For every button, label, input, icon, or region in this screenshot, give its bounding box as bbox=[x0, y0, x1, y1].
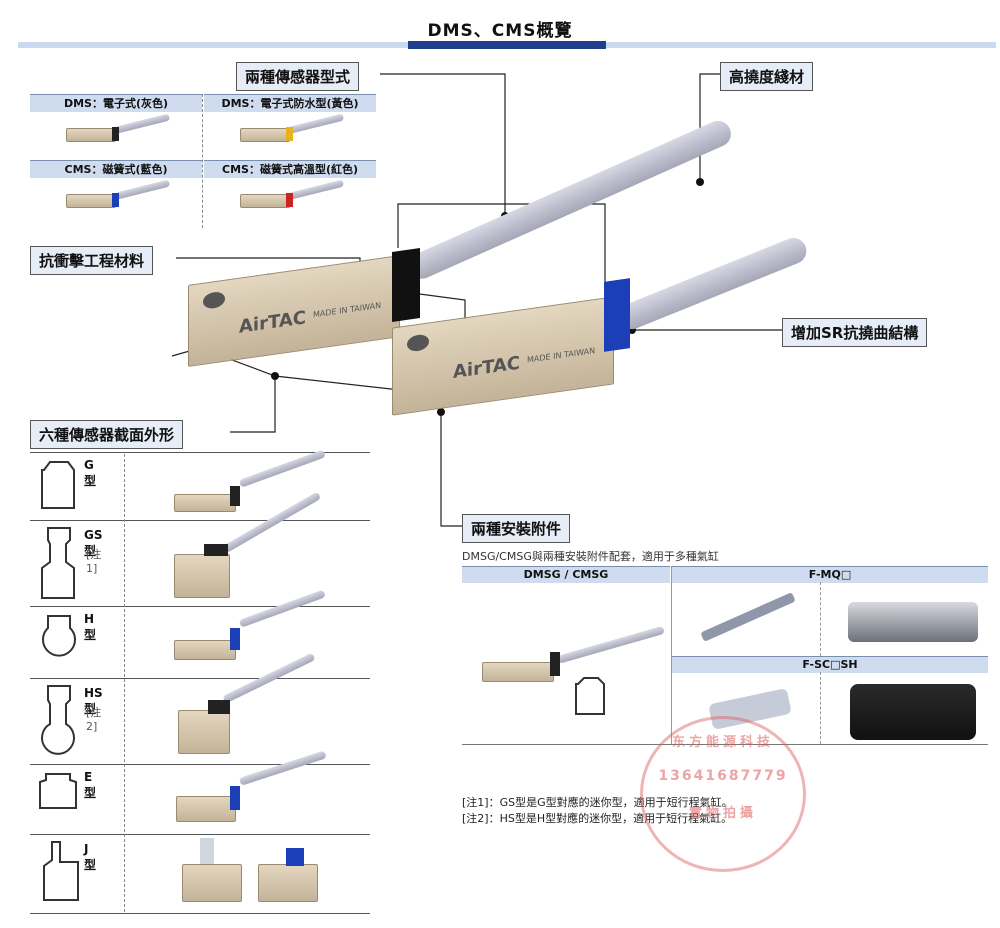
shape-row-j bbox=[30, 834, 370, 914]
hero-sensor-brand-2: AirTAC bbox=[453, 352, 520, 384]
hero-sensor-dms: AirTAC MADE IN TAIWAN bbox=[188, 255, 400, 367]
shape-label-hs: HS型 bbox=[84, 686, 103, 716]
band-dms-gray bbox=[112, 127, 119, 141]
acc-header-fmq: F-MQ□ bbox=[672, 566, 988, 583]
hero-band-blue bbox=[604, 278, 630, 352]
profile-j-icon bbox=[43, 841, 79, 901]
shape-row-g bbox=[30, 452, 370, 519]
accessories-table: DMSG / CMSG F-MQ□ F-SC□SH bbox=[462, 566, 988, 745]
type-header-dms-gray: DMS：電子式(灰色) bbox=[30, 94, 202, 112]
callout-six-shapes: 六種傳感器截面外形 bbox=[30, 420, 184, 449]
hero-sensor-made-in-2: MADE IN TAIWAN bbox=[527, 346, 596, 365]
row-sensor-e bbox=[176, 796, 236, 822]
row-band-g bbox=[230, 486, 240, 506]
profile-h-icon bbox=[42, 615, 76, 657]
accessories-intro: DMSG/CMSG與兩種安裝附件配套，適用于多種氣缸 bbox=[462, 550, 719, 563]
type-header-cms-blue: CMS：磁簧式(藍色) bbox=[30, 160, 202, 178]
shape-label-h: H型 bbox=[84, 612, 97, 642]
band-cms-blue bbox=[112, 193, 119, 207]
cylinder-fsc-image bbox=[850, 684, 976, 740]
profile-gs-icon bbox=[41, 527, 75, 599]
hero-sensor-cms: AirTAC MADE IN TAIWAN bbox=[392, 296, 614, 416]
band-dms-yellow bbox=[286, 127, 293, 141]
band-cms-red bbox=[286, 193, 293, 207]
title-underline-accent bbox=[408, 41, 606, 49]
shape-row-gs bbox=[30, 520, 370, 607]
hero-sensor-brand: AirTAC bbox=[239, 307, 306, 338]
cross-section-profiles bbox=[39, 461, 79, 901]
profile-e-icon bbox=[39, 773, 77, 809]
row-sensor-hs bbox=[178, 710, 230, 754]
acc-header-fsc: F-SC□SH bbox=[672, 656, 988, 673]
row-sensor-g bbox=[174, 494, 236, 512]
shape-row-hs bbox=[30, 678, 370, 765]
row-sensor-j-left bbox=[182, 864, 242, 902]
row-sensor-j-right bbox=[258, 864, 318, 902]
shape-note-gs: [注1] bbox=[86, 548, 102, 575]
shape-row-e bbox=[30, 764, 370, 833]
acc-sensor-dmsg bbox=[482, 662, 554, 682]
page-title: DMS、CMS概覽 bbox=[427, 21, 573, 41]
cylinder-fmq-image bbox=[848, 602, 978, 642]
row-band-hs bbox=[208, 700, 230, 714]
sensor-type-grid: DMS：電子式(灰色) DMS：電子式防水型(黃色) CMS：磁簧式(藍色) C… bbox=[30, 94, 376, 228]
callout-sr-structure: 增加SR抗撓曲結構 bbox=[782, 318, 928, 347]
shape-label-e: E型 bbox=[84, 770, 97, 800]
watermark-stamp: 东方能源科技 13641687779 實物拍攝 bbox=[640, 716, 806, 872]
profile-dmsg-icon bbox=[575, 677, 605, 715]
profile-hs-icon bbox=[41, 685, 75, 755]
shape-row-h bbox=[30, 606, 370, 677]
row-band-j bbox=[286, 848, 304, 866]
row-sensor-gs bbox=[174, 554, 230, 598]
screw-icon bbox=[407, 333, 429, 353]
callout-two-accessories: 兩種安裝附件 bbox=[462, 514, 571, 543]
row-sensor-h bbox=[174, 640, 236, 660]
type-header-dms-yellow: DMS：電子式防水型(黃色) bbox=[204, 94, 376, 112]
shape-label-gs: GS型 bbox=[84, 528, 103, 558]
shape-note-hs: [注2] bbox=[86, 706, 102, 733]
callout-two-types: 兩種傳感器型式 bbox=[236, 62, 360, 91]
shape-label-g: G型 bbox=[84, 458, 97, 488]
row-band-gs bbox=[204, 544, 228, 556]
hero-sensor-made-in: MADE IN TAIWAN bbox=[313, 300, 382, 320]
hero-band-black bbox=[392, 248, 420, 322]
row-band-e bbox=[230, 786, 240, 810]
bracket-fmq-image bbox=[700, 592, 796, 642]
callout-flex-cable: 高撓度綫材 bbox=[720, 62, 814, 91]
callout-impact-material: 抗衝擊工程材料 bbox=[30, 246, 154, 275]
profile-g-icon bbox=[41, 461, 75, 509]
acc-header-dmsg: DMSG / CMSG bbox=[462, 566, 670, 583]
acc-band-dmsg bbox=[550, 652, 560, 676]
screw-icon bbox=[203, 290, 225, 310]
type-header-cms-red: CMS：磁簧式高溫型(紅色) bbox=[204, 160, 376, 178]
row-band-h bbox=[230, 628, 240, 650]
shape-label-j: J型 bbox=[84, 842, 97, 872]
